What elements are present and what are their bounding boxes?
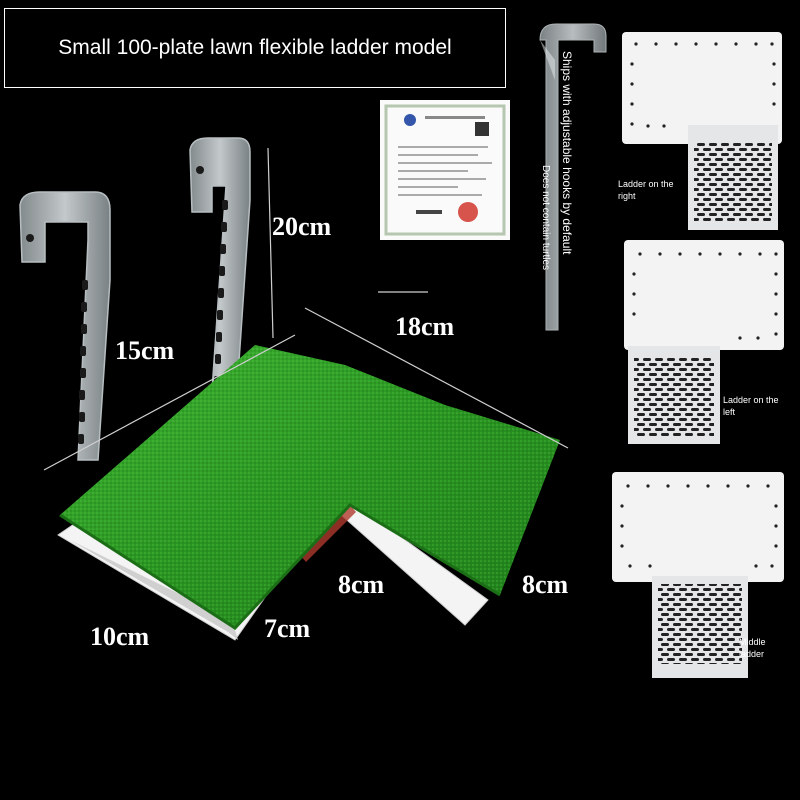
grass-platform	[59, 345, 560, 630]
no-turtles-note: Does not contain turtles	[540, 165, 551, 271]
hooks-note: Ships with adjustable hooks by default	[560, 51, 574, 255]
dimension-lines	[43, 147, 569, 471]
dim-height-label: 20cm	[272, 212, 332, 241]
variant-label-left: Ladder on the left	[723, 395, 779, 417]
dim-step-a-label: 7cm	[264, 614, 311, 643]
page-title: Small 100-plate lawn flexible ladder mod…	[58, 36, 452, 59]
dim-hook-length-label: 15cm	[115, 336, 175, 365]
left-hook	[19, 191, 111, 461]
dim-width-label: 18cm	[395, 312, 455, 341]
title-box: Small 100-plate lawn flexible ladder mod…	[4, 8, 506, 88]
patent-certificate	[380, 100, 510, 240]
dim-front-depth-label: 10cm	[90, 622, 150, 651]
certificate-icon	[384, 104, 506, 236]
dim-step-c-label: 8cm	[522, 570, 569, 599]
variant-label-right: Ladder on the right	[618, 179, 674, 201]
variant-label-middle: Middle ladder	[739, 637, 766, 659]
dim-step-b-label: 8cm	[338, 570, 385, 599]
